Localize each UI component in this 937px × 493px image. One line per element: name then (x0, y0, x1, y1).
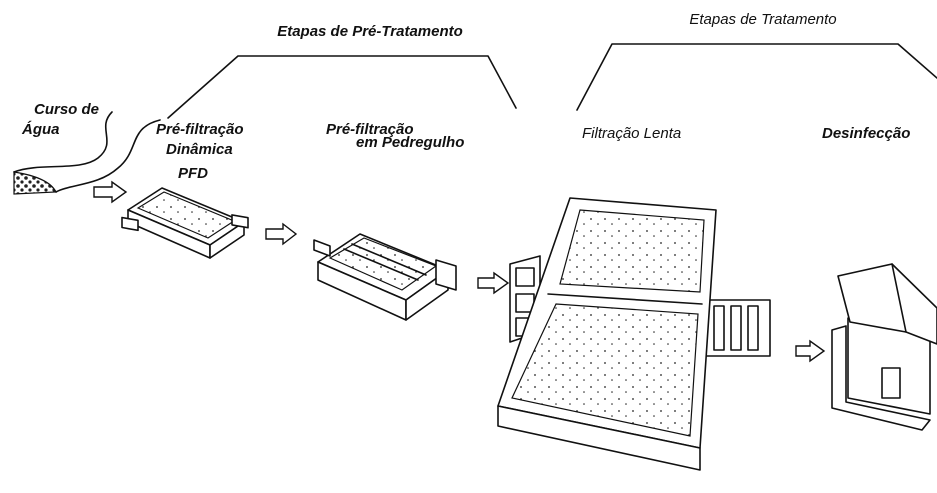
flow-arrow (93, 180, 128, 204)
dynamic-label-line1: Pré-filtração (156, 121, 244, 138)
disinfection-label: Desinfecção (822, 125, 910, 142)
dynamic-prefilter-unit (121, 187, 249, 259)
treatment-label: Etapas de Tratamento (689, 11, 836, 28)
pre-treatment-label: Etapas de Pré-Tratamento (277, 23, 463, 40)
gravel-label-line2: em Pedregulho (356, 134, 464, 151)
gravel-label-line1: Pré-filtração (326, 121, 414, 138)
slow-filtration-label: Filtração Lenta (582, 125, 681, 142)
disinfection-house-icon (831, 263, 937, 431)
treatment-bracket (576, 43, 937, 111)
dynamic-label-abbr: PFD (178, 165, 208, 182)
gravel-prefilter-unit (313, 233, 457, 321)
flow-arrow (265, 222, 298, 246)
flow-arrow (477, 271, 510, 295)
flow-arrow (795, 339, 826, 363)
water-course-icon (13, 111, 161, 195)
slow-filtration-unit (497, 197, 771, 471)
pre-treatment-bracket (167, 55, 517, 119)
source-label-line2: Água (21, 121, 60, 138)
source-label-line1: Curso de (34, 101, 99, 118)
dynamic-label-line2: Dinâmica (166, 141, 233, 158)
